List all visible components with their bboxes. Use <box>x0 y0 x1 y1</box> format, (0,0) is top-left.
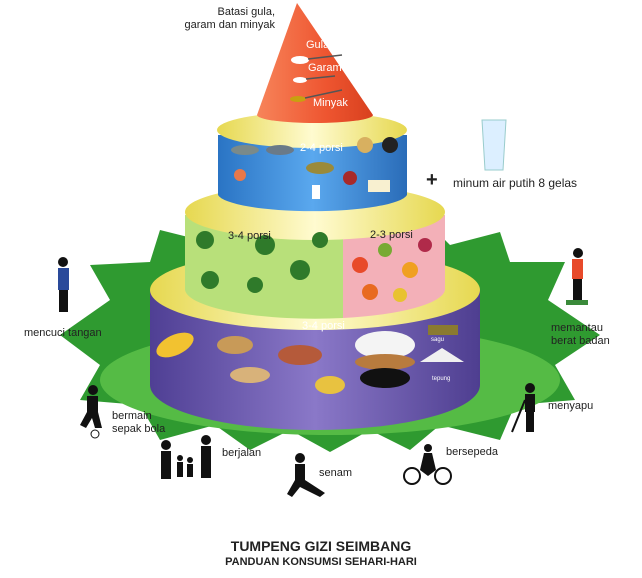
cyclist-figure <box>403 444 452 485</box>
label-sagu: sagu <box>431 337 445 343</box>
portion-staple: 3-4 porsi <box>302 320 345 332</box>
football-figure <box>80 385 102 439</box>
label-minyak: Minyak <box>313 97 348 109</box>
activity-exercise: senam <box>319 467 353 479</box>
label-tepung: tepung <box>432 376 451 382</box>
activity-cycling: bersepeda <box>446 446 498 458</box>
activity-weight-monitoring: memantau berat badan <box>551 322 610 347</box>
cone-sugar-salt-oil <box>257 3 373 123</box>
activity-football: bermain sepak bola <box>112 410 166 435</box>
water-glass-icon <box>481 119 507 171</box>
activity-walking: berjalan <box>222 447 262 459</box>
activity-sweeping: menyapu <box>548 400 594 412</box>
hand-washing-figure <box>58 257 69 312</box>
exercise-figure <box>287 453 325 497</box>
activity-silhouettes <box>58 248 588 497</box>
activity-hand-washing: mencuci tangan <box>24 327 102 339</box>
label-garam: Garam <box>308 62 342 74</box>
portion-protein: 2-4 porsi <box>300 142 343 154</box>
water-note: minum air putih 8 gelas <box>453 176 578 190</box>
portion-fruit: 2-3 porsi <box>370 229 413 241</box>
page-title: TUMPENG GIZI SEIMBANG <box>230 538 412 554</box>
tier-protein <box>217 112 407 212</box>
label-gula: Gula <box>306 39 330 51</box>
portion-vegetable: 3-4 porsi <box>228 230 271 242</box>
limit-note: Batasi gula, garam dan minyak <box>184 6 276 31</box>
weighing-figure <box>566 248 588 305</box>
walking-family <box>161 435 211 479</box>
plus-icon: + <box>426 169 438 191</box>
sweeping-figure <box>511 383 535 433</box>
page-subtitle: PANDUAN KONSUMSI SEHARI-HARI <box>225 556 417 568</box>
